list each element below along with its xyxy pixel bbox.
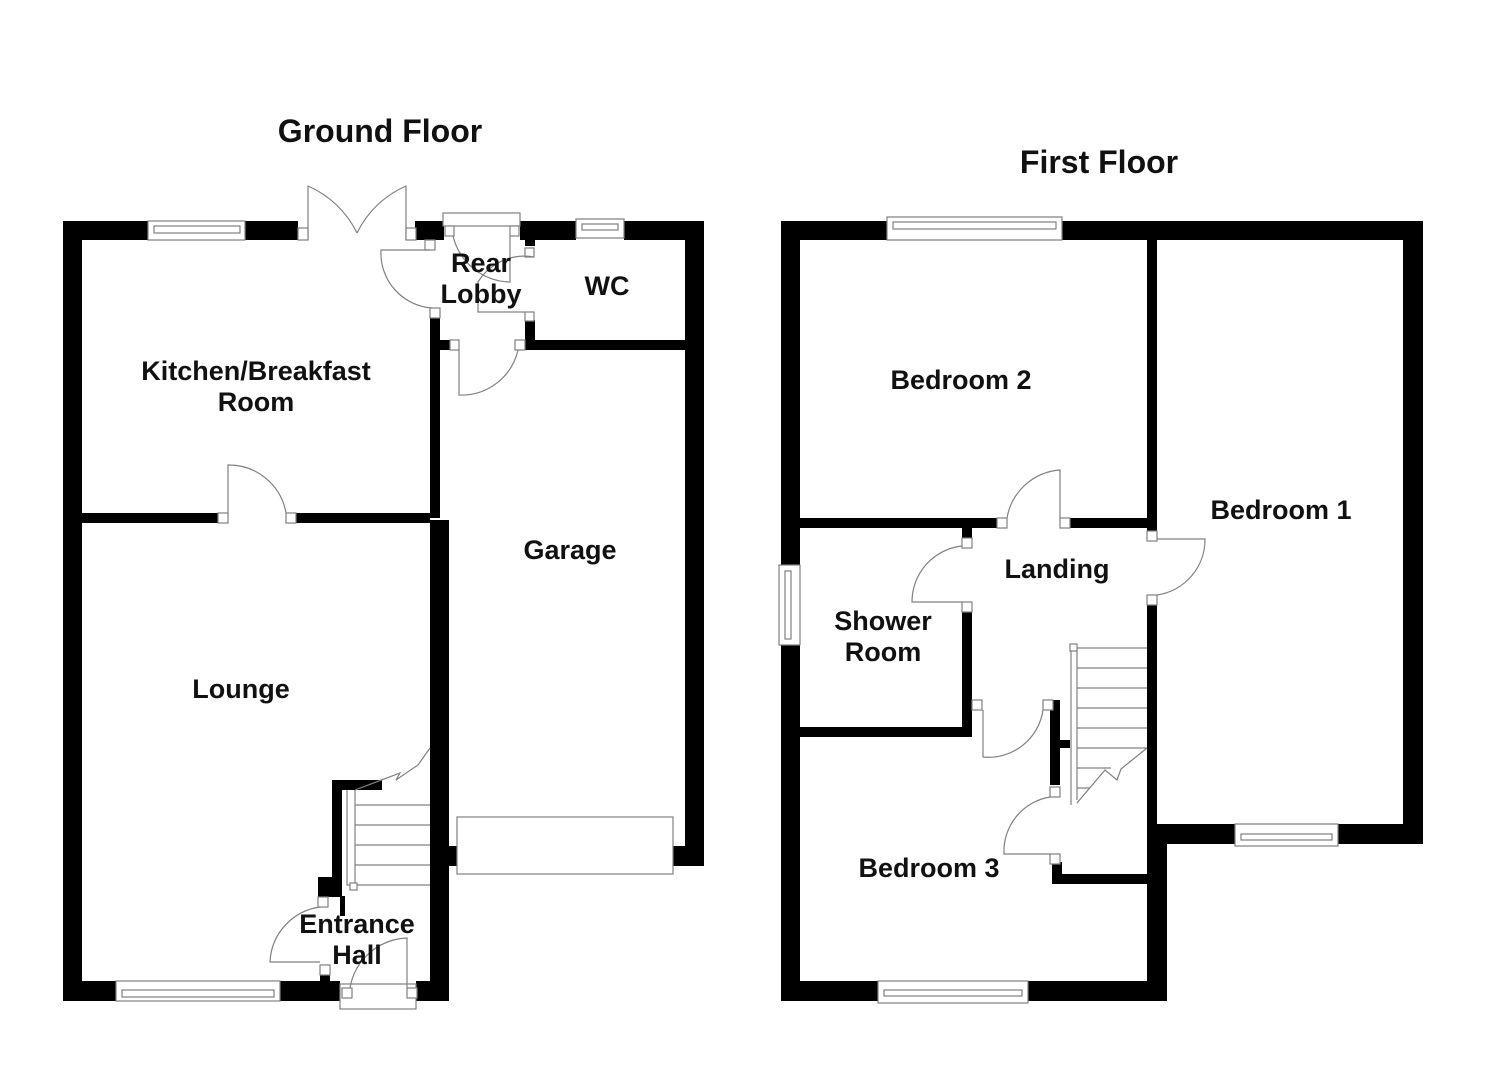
first-stairs bbox=[1069, 643, 1148, 805]
room-label-bedroom-3: Bedroom 3 bbox=[858, 853, 1000, 883]
entrance-label-line2: Hall bbox=[332, 940, 382, 970]
room-label-wc: WC bbox=[584, 271, 630, 301]
shower-label-line2: Room bbox=[844, 637, 922, 667]
room-label-entrance-hall: Entrance Hall bbox=[299, 909, 415, 971]
room-label-garage: Garage bbox=[523, 535, 617, 565]
first-floor-title: First Floor bbox=[1019, 144, 1179, 180]
shower-label-line1: Shower bbox=[834, 606, 932, 636]
room-label-landing: Landing bbox=[1004, 554, 1110, 584]
room-label-bedroom-2: Bedroom 2 bbox=[890, 365, 1032, 395]
room-label-kitchen-breakfast: Kitchen/Breakfast Room bbox=[141, 356, 371, 418]
ground-stairs bbox=[346, 747, 431, 891]
ground-floor-title: Ground Floor bbox=[277, 113, 483, 149]
kitchen-label-line2: Room bbox=[217, 387, 295, 417]
room-label-bedroom-1: Bedroom 1 bbox=[1210, 495, 1352, 525]
room-label-lounge: Lounge bbox=[192, 674, 290, 704]
room-label-rear-lobby: Rear Lobby bbox=[441, 248, 522, 310]
room-label-shower-room: Shower Room bbox=[834, 606, 932, 668]
ground-floor-plan bbox=[63, 185, 704, 1010]
rear-lobby-label-line2: Lobby bbox=[440, 279, 522, 309]
entrance-label-line1: Entrance bbox=[299, 909, 415, 939]
rear-lobby-label-line1: Rear bbox=[450, 248, 512, 278]
kitchen-label-line1: Kitchen/Breakfast bbox=[141, 356, 371, 386]
first-floor-plan bbox=[778, 216, 1423, 1004]
